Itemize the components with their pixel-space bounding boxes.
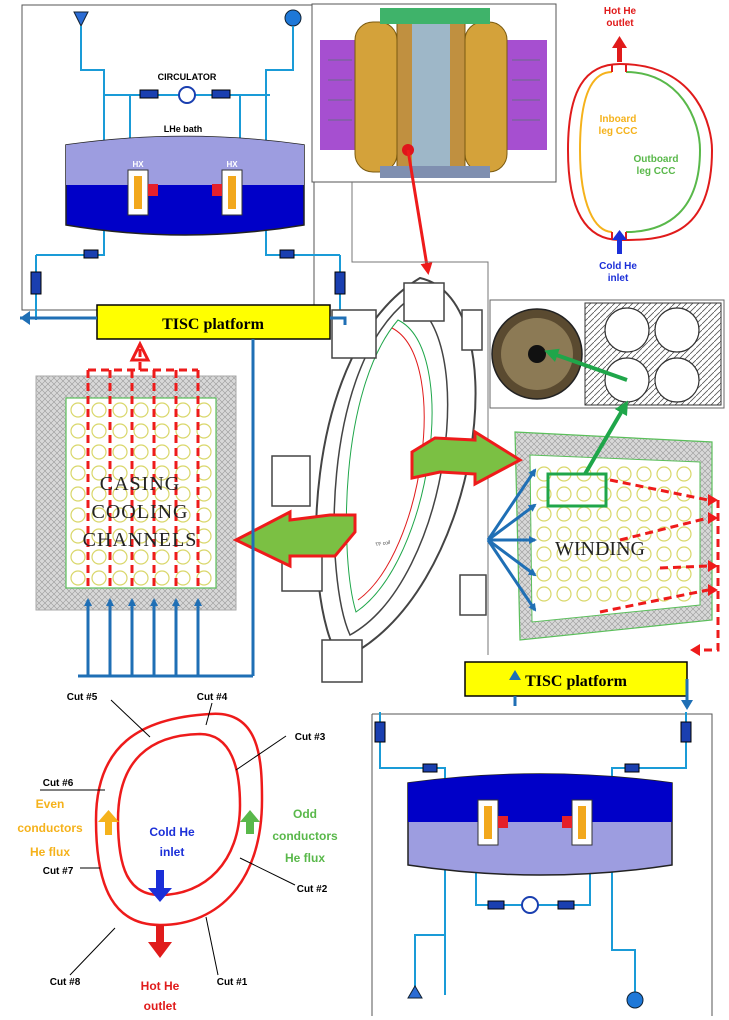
outboard-label-2: leg CCC <box>637 166 676 177</box>
bath-label: LHe bath <box>164 124 203 134</box>
casing-label-2: COOLING <box>92 501 189 523</box>
cut-2-label: Cut #2 <box>297 884 328 895</box>
hot-outlet-label-2: outlet <box>144 999 177 1013</box>
supply-valve-icon <box>74 12 88 26</box>
cut-7-label: Cut #7 <box>43 866 74 877</box>
ccc-hot-outlet-label-2: outlet <box>606 18 634 29</box>
cut-3-label: Cut #3 <box>295 732 326 743</box>
cryo-circuit-top: CIRCULATOR LHe bath HX HX <box>22 5 345 320</box>
circulator-pump-icon-bottom <box>522 897 538 913</box>
casing-label-1: CASING <box>100 473 180 495</box>
circulator-label: CIRCULATOR <box>158 72 217 82</box>
cryo-circuit-bottom <box>372 712 712 1016</box>
cut-6-label: Cut #6 <box>43 778 74 789</box>
hot-outlet-label-1: Hot He <box>141 979 180 993</box>
tank-icon-bottom <box>627 992 643 1008</box>
cold-inlet-label-1: Cold He <box>149 825 195 839</box>
inboard-label-2: leg CCC <box>599 126 638 137</box>
ccc-hot-outlet-label-1: Hot He <box>604 6 637 17</box>
tisc-platform-bottom: TISC platform <box>465 662 693 710</box>
hx-left-label: HX <box>132 160 144 169</box>
even-label-1: Even <box>36 797 65 811</box>
winding-section: WINDING <box>515 404 718 656</box>
inboard-label-1: Inboard <box>600 114 637 125</box>
ccc-cold-inlet-label-1: Cold He <box>599 261 637 272</box>
outboard-label-1: Outboard <box>634 154 679 165</box>
odd-flux-arrow <box>240 810 260 834</box>
cut-4-label: Cut #4 <box>197 692 228 703</box>
casing-section: CASING COOLING CHANNELS <box>36 344 236 610</box>
cold-inlet-arrow <box>148 870 172 902</box>
odd-label-1: Odd <box>293 807 317 821</box>
conductor-detail <box>490 300 724 408</box>
hot-outlet-arrow <box>148 925 172 958</box>
ccc-loop: Hot He outlet Inboard leg CCC Outboard l… <box>568 6 712 284</box>
even-label-3: He flux <box>30 845 70 859</box>
odd-label-2: conductors <box>272 829 338 843</box>
tisc-platform-bottom-label: TISC platform <box>525 673 627 690</box>
cold-inlet-label-2: inlet <box>160 845 185 859</box>
ccc-cold-inlet-label-2: inlet <box>608 273 629 284</box>
tisc-platform-top-label: TISC platform <box>162 316 264 333</box>
even-label-2: conductors <box>17 821 83 835</box>
supply-valve-icon-bottom <box>408 986 422 998</box>
hx-right-label: HX <box>226 160 238 169</box>
cut-1-label: Cut #1 <box>217 977 248 988</box>
even-flux-arrow <box>98 810 119 835</box>
odd-label-3: He flux <box>285 851 325 865</box>
tokamak-image <box>312 4 556 182</box>
cut-8-label: Cut #8 <box>50 977 81 988</box>
cut-5-label: Cut #5 <box>67 692 98 703</box>
tank-icon <box>285 10 301 26</box>
casing-inlet-arrows <box>78 600 253 676</box>
conductor-loop: Cut #4 Cut #5 Cut #3 Cut #6 Cut #7 Cut #… <box>17 692 338 1013</box>
circulator-pump-icon <box>179 87 195 103</box>
casing-label-3: CHANNELS <box>83 529 198 551</box>
winding-label: WINDING <box>555 538 645 560</box>
